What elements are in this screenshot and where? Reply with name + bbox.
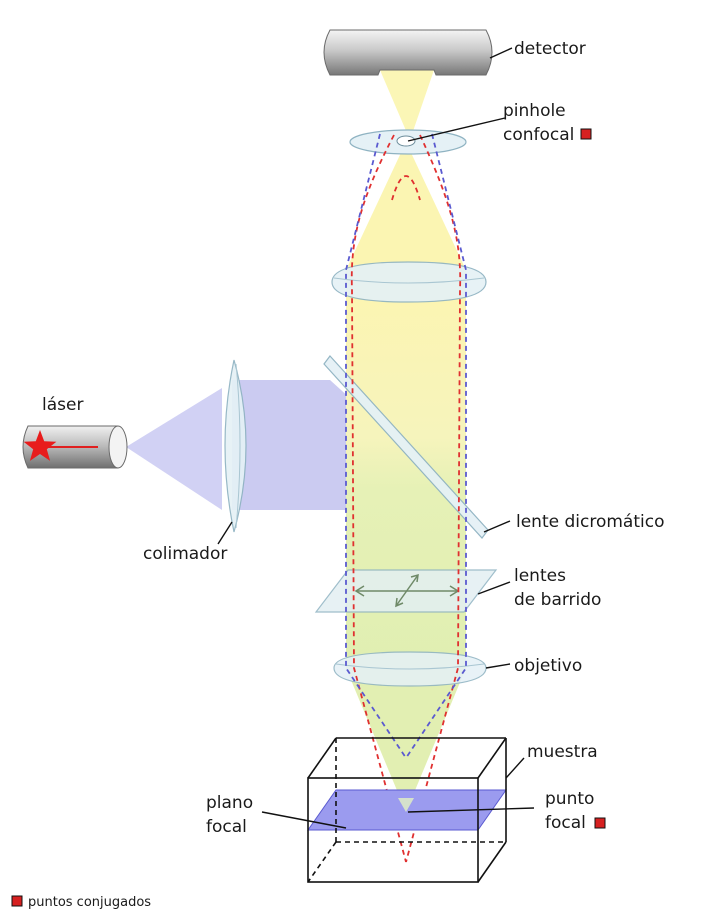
laser-cone [126, 388, 222, 510]
legend-marker [11, 895, 23, 907]
legend-text: puntos conjugados [28, 895, 151, 910]
pinhole-label-line2: confocal [503, 125, 574, 145]
collimator-label: colimador [143, 544, 227, 564]
dichroic-label: lente dicromático [516, 512, 664, 532]
detector-emission-cone [380, 70, 434, 140]
leader-focal-plane [261, 811, 347, 829]
leader-dichroic [483, 520, 511, 533]
tube-lens [331, 261, 487, 303]
leader-detector [489, 47, 513, 59]
detector-label: detector [514, 39, 586, 59]
pinhole-conjugate-marker [580, 128, 592, 140]
emission-column [346, 270, 466, 668]
laser-label: láser [42, 395, 83, 415]
leader-scan [477, 581, 511, 595]
pinhole-aperture [396, 135, 416, 147]
leader-collimator [217, 521, 233, 545]
leader-sample [505, 757, 525, 779]
sample-label: muestra [527, 742, 598, 762]
detector-body [323, 29, 493, 76]
pinhole-label-line1: pinhole [503, 101, 566, 121]
leader-pinhole [407, 117, 506, 142]
objective-label: objetivo [514, 656, 582, 676]
focal-plane-label-line1: plano [206, 793, 253, 813]
pinhole-emission-cone [346, 142, 466, 270]
scan-label-line1: lentes [514, 566, 566, 586]
ray-path-red [350, 134, 462, 863]
leader-objective [485, 663, 511, 669]
laser-star-icon [23, 430, 57, 461]
scan-label-line2: de barrido [514, 590, 601, 610]
dichroic-mirror [323, 355, 489, 539]
focal-point-tip [398, 798, 414, 812]
focal-point-label-line1: punto [545, 789, 594, 809]
focal-point-conjugate-marker [594, 817, 606, 829]
collimator-lens [224, 359, 247, 533]
leader-focal-point [407, 807, 535, 813]
sample-cube [307, 737, 507, 883]
focal-point-label-line2: focal [545, 813, 586, 833]
focal-plane-label-line2: focal [206, 817, 247, 837]
objective-emission-cone [346, 668, 466, 812]
